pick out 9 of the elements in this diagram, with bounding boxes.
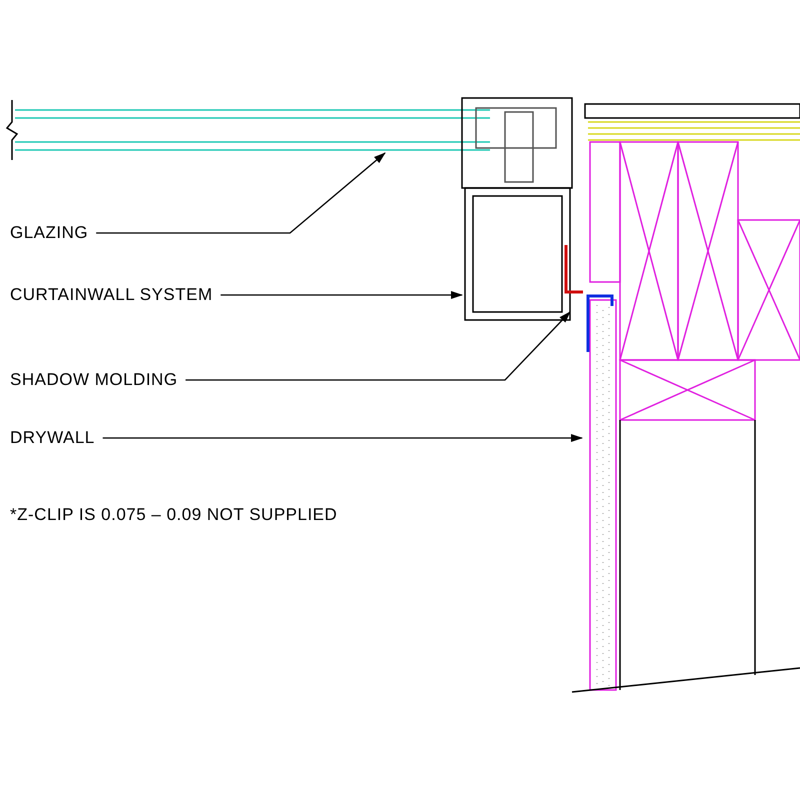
callout-label: CURTAINWALL SYSTEM — [10, 285, 213, 305]
leader-line — [96, 152, 386, 234]
leader-line — [102, 434, 583, 442]
callout-label: DRYWALL — [10, 428, 95, 448]
note-text: *Z-CLIP IS 0.075 – 0.09 NOT SUPPLIED — [10, 505, 338, 525]
callout-label: SHADOW MOLDING — [10, 370, 178, 390]
callout-label: GLAZING — [10, 223, 88, 243]
leader-line — [186, 311, 571, 381]
leader-line — [220, 291, 463, 299]
